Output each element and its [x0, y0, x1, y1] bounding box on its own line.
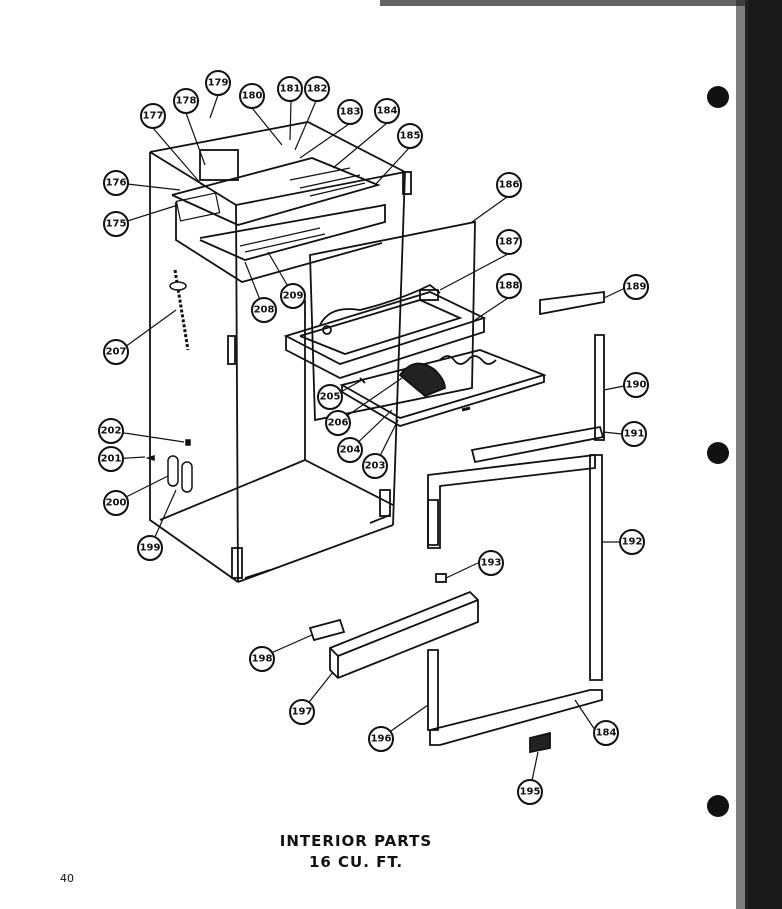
callout-182: 182 — [304, 76, 330, 102]
top-panel-detail — [175, 167, 366, 253]
callout-177: 177 — [140, 103, 166, 129]
svg-text:184: 184 — [377, 106, 398, 117]
svg-text:206: 206 — [328, 418, 349, 429]
ice-tray — [283, 283, 487, 379]
svg-text:202: 202 — [101, 426, 122, 437]
svg-text:180: 180 — [242, 91, 263, 102]
page-number: 40 — [60, 872, 74, 885]
callout-184-top: 184 — [374, 98, 400, 124]
callout-204: 204 — [337, 437, 363, 463]
binder-hole-top — [707, 86, 729, 108]
diagram-caption-title: INTERIOR PARTS — [279, 832, 433, 850]
callout-198: 198 — [249, 646, 275, 672]
callout-181: 181 — [277, 76, 303, 102]
svg-text:209: 209 — [283, 291, 304, 302]
svg-text:208: 208 — [254, 305, 275, 316]
callout-197: 197 — [289, 699, 315, 725]
svg-text:195: 195 — [520, 787, 541, 798]
svg-text:181: 181 — [280, 84, 301, 95]
svg-text:176: 176 — [106, 178, 127, 189]
svg-text:204: 204 — [340, 445, 361, 456]
callout-185: 185 — [397, 123, 423, 149]
svg-text:183: 183 — [340, 107, 361, 118]
callout-206: 206 — [325, 410, 351, 436]
callout-200: 200 — [103, 490, 129, 516]
svg-text:192: 192 — [622, 537, 643, 548]
svg-text:178: 178 — [176, 96, 197, 107]
svg-text:205: 205 — [320, 392, 341, 403]
door-trim — [308, 290, 605, 754]
binder-hole-bottom — [707, 795, 729, 817]
callout-202: 202 — [98, 418, 124, 444]
callout-176: 176 — [103, 170, 129, 196]
svg-text:201: 201 — [101, 454, 122, 465]
callout-183: 183 — [337, 99, 363, 125]
svg-text:186: 186 — [499, 180, 520, 191]
svg-text:177: 177 — [143, 111, 164, 122]
callout-194: 184 — [593, 720, 619, 746]
callout-203: 203 — [362, 453, 388, 479]
svg-text:182: 182 — [307, 84, 328, 95]
cabinet-liner — [149, 121, 412, 583]
callout-195: 195 — [517, 779, 543, 805]
callout-196: 196 — [368, 726, 394, 752]
svg-text:198: 198 — [252, 654, 273, 665]
diagram-caption-capacity: 16 CU. FT. — [308, 853, 404, 871]
svg-text:203: 203 — [365, 461, 386, 472]
callouts: 175 176 177 178 179 180 181 182 183 184 … — [98, 70, 649, 805]
svg-text:196: 196 — [371, 734, 392, 745]
side-clips — [145, 439, 193, 493]
scan-edge — [380, 0, 782, 909]
svg-text:199: 199 — [140, 543, 161, 554]
capillary-spring — [169, 269, 190, 351]
callout-187: 187 — [496, 229, 522, 255]
callout-189: 189 — [623, 274, 649, 300]
svg-text:189: 189 — [626, 282, 647, 293]
svg-text:188: 188 — [499, 281, 520, 292]
svg-text:184: 184 — [596, 728, 617, 739]
callout-209: 209 — [280, 283, 306, 309]
svg-text:193: 193 — [481, 558, 502, 569]
callout-191: 191 — [621, 421, 647, 447]
callout-175: 175 — [103, 211, 129, 237]
callout-201: 201 — [98, 446, 124, 472]
svg-text:200: 200 — [106, 498, 127, 509]
drip-tray — [339, 349, 547, 427]
svg-text:190: 190 — [626, 380, 647, 391]
callout-193: 193 — [478, 550, 504, 576]
callout-180: 180 — [239, 83, 265, 109]
svg-text:207: 207 — [106, 347, 127, 358]
svg-text:197: 197 — [292, 707, 313, 718]
callout-179: 179 — [205, 70, 231, 96]
callout-199: 199 — [137, 535, 163, 561]
callout-178: 178 — [173, 88, 199, 114]
callout-192: 192 — [619, 529, 645, 555]
svg-text:175: 175 — [106, 219, 127, 230]
callout-190: 190 — [623, 372, 649, 398]
callout-205: 205 — [317, 384, 343, 410]
callout-188: 188 — [496, 273, 522, 299]
callout-208: 208 — [251, 297, 277, 323]
svg-text:185: 185 — [400, 131, 421, 142]
callout-186: 186 — [496, 172, 522, 198]
callout-207: 207 — [103, 339, 129, 365]
binder-hole-middle — [707, 442, 729, 464]
svg-text:179: 179 — [208, 78, 229, 89]
svg-text:191: 191 — [624, 429, 645, 440]
svg-text:187: 187 — [499, 237, 520, 248]
